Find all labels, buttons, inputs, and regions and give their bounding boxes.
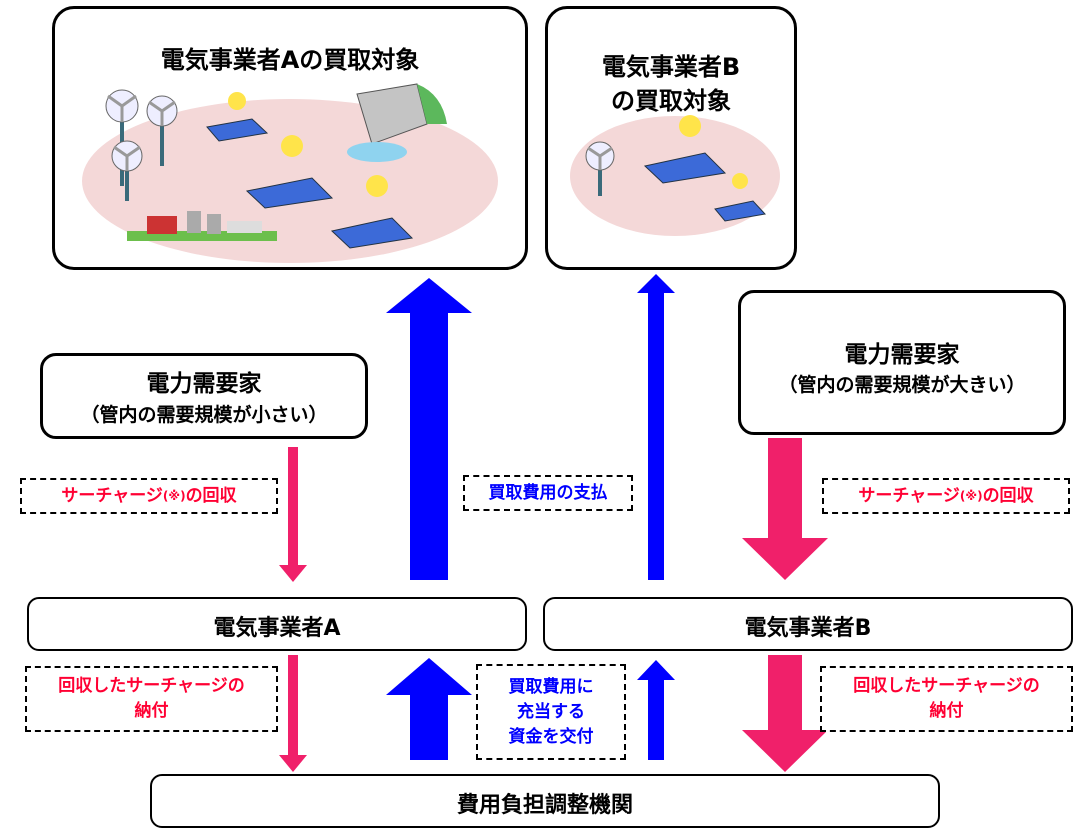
pay-surcharge-right-label: 回収したサーチャージの納付 — [820, 666, 1073, 732]
grant-b-arrow — [637, 660, 675, 760]
consumer-small-subtitle: （管内の需要規模が小さい） — [80, 404, 328, 426]
farm-icon — [127, 211, 277, 241]
consumer-large-subtitle: （管内の需要規模が大きい） — [778, 374, 1026, 396]
utility-b-box — [543, 597, 1073, 651]
utility-b-purchase-target-title-1: 電気事業者B — [601, 53, 741, 81]
wind-turbine-icon — [585, 141, 615, 196]
surcharge-collect-right-arrow — [742, 438, 828, 580]
dam-icon — [347, 83, 447, 162]
utility-b-purchase-target-title-2: の買取対象 — [611, 87, 731, 115]
pay-surcharge-left-arrow — [279, 655, 307, 772]
solar-panel-icon — [714, 173, 766, 222]
solar-panel-icon — [643, 115, 727, 184]
consumer-small-title: 電力需要家 — [146, 371, 262, 397]
grant-a-arrow — [386, 658, 472, 760]
utility-a-label: 電気事業者A — [213, 616, 341, 641]
solar-panel-icon — [206, 92, 269, 142]
renewable-sources-scene-a — [82, 83, 498, 263]
consumer-small-box — [40, 353, 368, 439]
cost-adjustment-organization-box — [150, 774, 940, 828]
purchase-payment-b-arrow — [637, 274, 675, 580]
cost-adjustment-organization-label: 費用負担調整機関 — [456, 793, 633, 818]
wind-turbine-icon — [111, 140, 143, 201]
utility-a-box — [27, 597, 527, 651]
pay-surcharge-right-arrow — [742, 655, 828, 772]
utility-a-purchase-target-title: 電気事業者Aの買取対象 — [160, 46, 420, 74]
solar-panel-icon — [245, 135, 334, 209]
surcharge-collect-right-label: サーチャージ(※)の回収 — [822, 478, 1070, 514]
consumer-large-box — [738, 290, 1066, 435]
wind-turbine-icon — [105, 89, 139, 186]
grant-funds-label: 買取費用に充当する資金を交付 — [476, 664, 626, 760]
surcharge-collect-left-label: サーチャージ(※)の回収 — [20, 478, 278, 514]
renewable-sources-scene-b — [570, 115, 780, 236]
wind-turbine-icon — [146, 95, 178, 166]
surcharge-collect-left-arrow — [279, 447, 307, 582]
solar-panel-icon — [330, 175, 414, 249]
consumer-large-title: 電力需要家 — [844, 342, 960, 368]
utility-b-label: 電気事業者B — [744, 616, 872, 641]
pay-surcharge-left-label: 回収したサーチャージの納付 — [25, 666, 278, 732]
purchase-payment-label: 買取費用の支払 — [463, 475, 633, 511]
purchase-payment-a-arrow — [386, 278, 472, 580]
